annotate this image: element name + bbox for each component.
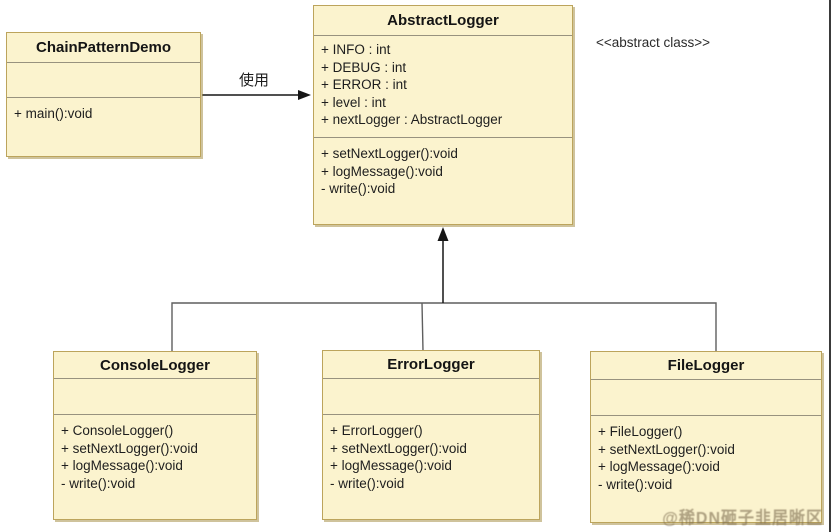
class-title: FileLogger: [591, 352, 821, 380]
class-box-abstractlogger: AbstractLogger + INFO : int + DEBUG : in…: [313, 5, 573, 225]
method-item: + logMessage():void: [61, 458, 183, 473]
attributes-section: [54, 379, 256, 415]
attributes-section: + INFO : int + DEBUG : int + ERROR : int…: [314, 36, 572, 138]
method-item: + logMessage():void: [330, 458, 452, 473]
arrowhead-up-icon: [437, 227, 449, 241]
class-title: AbstractLogger: [314, 6, 572, 36]
arrowhead-right-icon: [298, 90, 311, 100]
method-item: + setNextLogger():void: [61, 440, 198, 456]
method-item: - write():void: [321, 181, 396, 196]
image-right-border: [829, 0, 831, 532]
association-use-arrow: [202, 90, 311, 100]
method-item: + FileLogger(): [598, 424, 683, 439]
class-box-filelogger: FileLogger + FileLogger() + setNextLogge…: [590, 351, 822, 523]
method-item: + setNextLogger():void: [598, 441, 735, 457]
methods-section: + ConsoleLogger() + setNextLogger():void…: [54, 415, 256, 492]
method-item: + setNextLogger():void: [321, 146, 458, 161]
class-box-errorlogger: ErrorLogger + ErrorLogger() + setNextLog…: [322, 350, 540, 520]
method-item: - write():void: [330, 475, 405, 491]
methods-section: + main():void: [7, 98, 200, 123]
attribute-item: + nextLogger : AbstractLogger: [321, 112, 503, 127]
method-item: - write():void: [61, 475, 136, 491]
generalization-connector: [171, 227, 717, 352]
class-box-consolelogger: ConsoleLogger + ConsoleLogger() + setNex…: [53, 351, 257, 520]
methods-section: + ErrorLogger() + setNextLogger():void +…: [323, 415, 539, 492]
attributes-section: [7, 63, 200, 98]
watermark: @稀DN砸子韭居晰区: [662, 509, 823, 528]
methods-section: + FileLogger() + setNextLogger():void + …: [591, 416, 821, 493]
class-title: ChainPatternDemo: [7, 33, 200, 63]
method-item: + ErrorLogger(): [330, 423, 423, 438]
method-item: + ConsoleLogger(): [61, 423, 174, 438]
attributes-section: [591, 380, 821, 416]
abstract-class-stereotype-note: <<abstract class>>: [596, 35, 711, 50]
method-item: + logMessage():void: [598, 459, 720, 474]
attributes-section: [323, 379, 539, 415]
attribute-item: + DEBUG : int: [321, 59, 407, 75]
class-title: ErrorLogger: [323, 351, 539, 379]
association-label-use: 使用: [238, 72, 269, 89]
methods-section: + setNextLogger():void + logMessage():vo…: [314, 138, 572, 198]
attribute-item: + level : int: [321, 94, 386, 110]
method-item: + logMessage():void: [321, 163, 443, 179]
class-box-chainpatterndemo: ChainPatternDemo + main():void: [6, 32, 201, 157]
class-title: ConsoleLogger: [54, 352, 256, 379]
attribute-item: + INFO : int: [321, 42, 391, 57]
attribute-item: + ERROR : int: [321, 77, 407, 92]
method-item: + setNextLogger():void: [330, 440, 467, 456]
method-item: - write():void: [598, 476, 673, 492]
method-item: + main():void: [14, 106, 93, 121]
